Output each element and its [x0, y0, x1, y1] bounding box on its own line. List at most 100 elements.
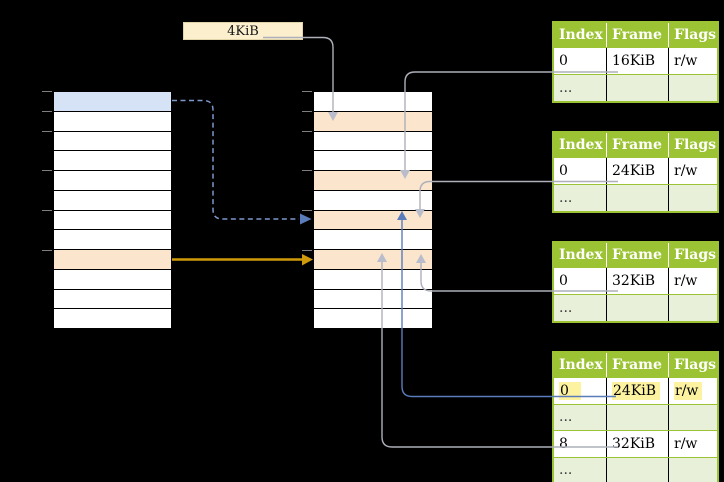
pt-cell — [669, 75, 717, 101]
address-tick — [42, 90, 52, 92]
virtual-page-row — [54, 289, 171, 310]
pt-header-cell: Flags — [674, 27, 716, 43]
address-tick — [302, 110, 312, 112]
pt-cell: r/w — [669, 378, 717, 404]
physical-frame-row — [314, 309, 432, 328]
pt-cell: 32KiB — [607, 431, 669, 457]
physical-frame-row-orange — [314, 171, 432, 191]
pt-dots-row: ... — [554, 184, 717, 211]
pt-cell — [607, 457, 669, 482]
pt-cell — [669, 295, 717, 321]
pt-cell — [669, 405, 717, 431]
address-tick — [302, 210, 312, 211]
pt-dots-row: ... — [554, 456, 717, 482]
virtual-page-row — [54, 210, 171, 231]
pt-header-cell: Flags — [674, 357, 716, 373]
address-tick — [42, 170, 52, 171]
pt-cell — [669, 185, 717, 211]
pt-header-cell: Index — [554, 23, 607, 47]
pt-cell: 0 — [554, 48, 607, 74]
pt-cell — [607, 404, 669, 430]
pt-cell-highlight: 0 — [559, 381, 581, 400]
physical-frame-row — [314, 190, 432, 211]
virtual-page-row-orange — [54, 250, 171, 270]
page-size-label: 4KiB — [183, 22, 303, 40]
address-tick — [42, 210, 52, 211]
physical-frame-row — [314, 151, 432, 171]
pt-cell: 24KiB — [607, 158, 669, 184]
pt-cell: ... — [554, 404, 607, 430]
pt-header-cell: Index — [554, 243, 607, 267]
address-tick — [42, 249, 52, 251]
pt-cell — [669, 458, 717, 482]
pt-cell: 32KiB — [607, 268, 669, 294]
pt-cell: ... — [554, 75, 607, 101]
physical-frame-row — [314, 131, 432, 152]
pt-dots-row: ... — [554, 74, 717, 101]
pt-cell: ... — [554, 185, 607, 211]
virtual-page-row — [54, 230, 171, 250]
pt-cell-highlight: r/w — [674, 381, 703, 400]
address-tick — [302, 90, 312, 92]
pt-cell: ... — [554, 295, 607, 321]
pt-header-cell: Frame — [607, 353, 669, 377]
pt-header-cell: Frame — [607, 133, 669, 157]
address-tick — [42, 130, 52, 132]
pt-data-row: 0 24KiB r/w — [554, 377, 717, 404]
pt-cell: ... — [554, 457, 607, 482]
pt-cell — [607, 75, 669, 101]
physical-frame-row — [314, 230, 432, 250]
pt-cell: 8 — [554, 431, 607, 457]
pt-cell-highlight: 24KiB — [612, 381, 661, 400]
physical-memory-column — [313, 91, 433, 329]
virtual-page-row — [54, 131, 171, 152]
pt-cell: 0 — [554, 378, 607, 404]
virtual-page-row — [54, 151, 171, 171]
virtual-page-row — [54, 111, 171, 132]
address-tick — [302, 249, 312, 251]
physical-frame-row — [314, 92, 432, 112]
pt-cell: 0 — [554, 158, 607, 184]
pt-cell: 16KiB — [607, 48, 669, 74]
physical-frame-row — [314, 269, 432, 290]
pt-dots-row: ... — [554, 403, 717, 431]
address-tick — [42, 110, 52, 112]
address-tick — [302, 130, 312, 132]
physical-frame-row — [314, 289, 432, 310]
pt-cell: r/w — [674, 273, 698, 289]
pt-cell: r/w — [674, 53, 698, 69]
pt-header-cell: Index — [554, 133, 607, 157]
pt-cell: 0 — [554, 268, 607, 294]
address-tick — [302, 170, 312, 171]
arrow-virtual-page-orange — [172, 254, 313, 266]
pt-cell: r/w — [674, 435, 698, 452]
pt-header-cell: Frame — [607, 23, 669, 47]
pt-header-cell: Index — [554, 353, 607, 377]
virtual-page-row-blue — [54, 92, 171, 112]
virtual-page-row — [54, 269, 171, 290]
pt-header-cell: Flags — [674, 137, 716, 153]
physical-frame-row-orange — [314, 111, 432, 132]
virtual-page-row — [54, 171, 171, 191]
arrow-virtual-page-dashed — [172, 99, 312, 225]
virtual-memory-column — [53, 91, 172, 329]
virtual-page-row — [54, 190, 171, 211]
physical-frame-row-orange — [314, 250, 432, 270]
pt-cell: r/w — [674, 163, 698, 179]
pt-header-cell: Flags — [674, 247, 716, 263]
pt-dots-row: ... — [554, 294, 717, 321]
pt-header-cell: Frame — [607, 243, 669, 267]
